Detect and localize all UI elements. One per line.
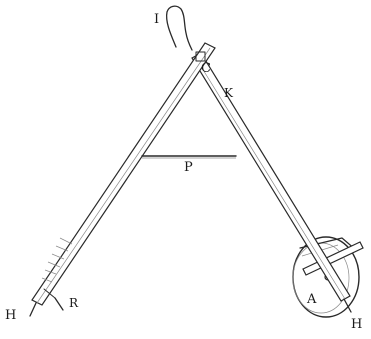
handle xyxy=(165,5,193,51)
left-pin xyxy=(54,297,64,311)
left-pin-link xyxy=(43,288,56,299)
right-leg-grain xyxy=(196,59,346,300)
label-crossbar: P xyxy=(184,160,193,175)
label-left-pin: R xyxy=(69,296,79,310)
left-foot-spike xyxy=(29,302,37,317)
label-right-foot: H xyxy=(351,317,362,332)
label-apex: C xyxy=(201,61,211,76)
label-brace-end: K xyxy=(224,86,234,100)
label-wheel-hub: A xyxy=(306,292,317,307)
right-foot-spike xyxy=(343,298,352,313)
left-leg-shading xyxy=(41,237,73,283)
left-leg-grain xyxy=(36,47,211,304)
apex-joint xyxy=(195,51,206,62)
label-handle: I xyxy=(154,12,159,27)
wheel-handle-bar xyxy=(302,241,364,276)
label-left-foot: H xyxy=(5,308,16,323)
